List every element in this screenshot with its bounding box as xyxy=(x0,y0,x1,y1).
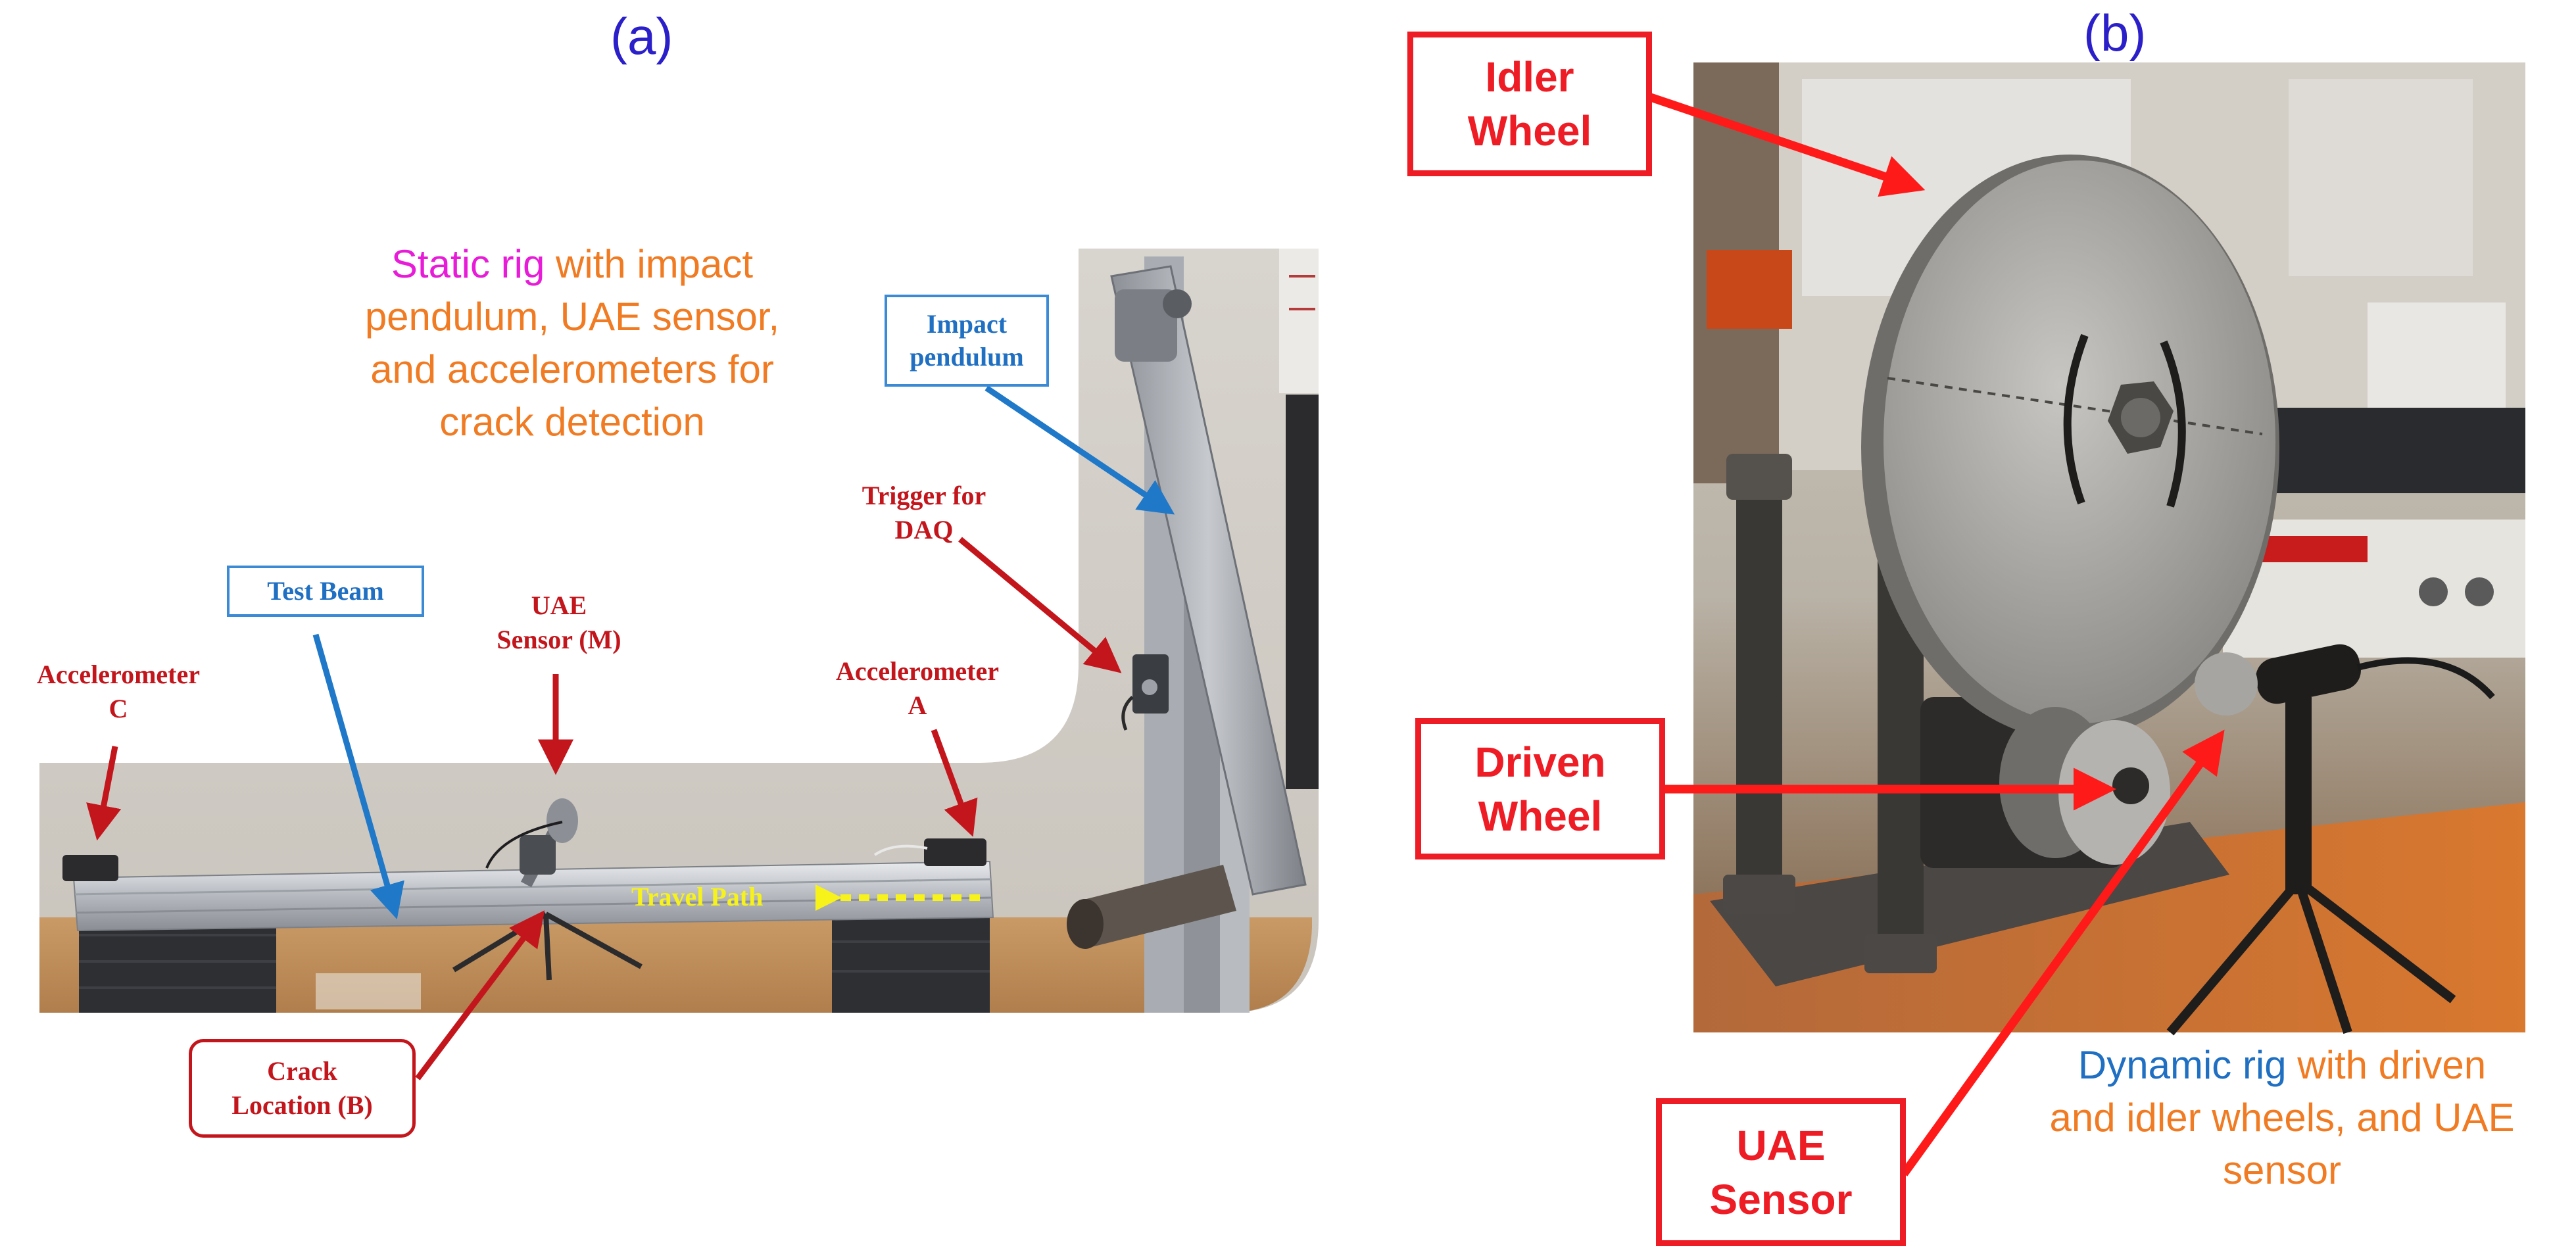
label-uae-sensor-m: UAE Sensor (M) xyxy=(497,591,621,654)
dynamic-rig-photo xyxy=(1693,62,2525,1036)
label-travel-path: Travel Path xyxy=(631,882,764,911)
static-rig-photo xyxy=(39,249,1319,1013)
caption-rest: with driven and idler wheels, and UAE se… xyxy=(2049,1043,2515,1192)
arrow-impact-pendulum xyxy=(984,385,1175,515)
panel-b-caption: Dynamic rig with driven and idler wheels… xyxy=(1993,1039,2571,1197)
panel-a-caption: Static rig with impact pendulum, UAE sen… xyxy=(309,238,835,448)
panel-b-tag: (b) xyxy=(2083,4,2147,62)
label-trigger-for-daq: Trigger for DAQ xyxy=(862,481,986,544)
label-idler-wheel: Idler Wheel xyxy=(1407,32,1652,176)
arrow-idler-wheel xyxy=(1649,93,1926,197)
label-driven-wheel: Driven Wheel xyxy=(1415,718,1665,859)
arrow-accelerometer-c xyxy=(86,746,122,841)
caption-highlight: Static rig xyxy=(391,242,545,286)
label-accelerometer-c: Accelerometer C xyxy=(37,660,200,723)
label-impact-pendulum: Impact pendulum xyxy=(885,295,1049,387)
label-uae-sensor: UAE Sensor xyxy=(1656,1098,1906,1246)
arrow-accelerometer-a xyxy=(931,729,978,837)
label-crack-location: Crack Location (B) xyxy=(189,1039,416,1138)
panel-a-tag: (a) xyxy=(610,7,673,65)
arrow-uae-sensor xyxy=(1900,729,2225,1176)
arrow-crack-location xyxy=(415,910,545,1080)
label-accelerometer-a: Accelerometer A xyxy=(836,656,999,720)
label-test-beam: Test Beam xyxy=(227,566,424,617)
caption-highlight: Dynamic rig xyxy=(2078,1043,2287,1087)
caption-rest: with impact pendulum, UAE sensor, and ac… xyxy=(364,242,780,444)
arrow-trigger xyxy=(958,537,1122,673)
annotation-arrows xyxy=(86,93,2225,1176)
arrow-test-beam xyxy=(312,633,404,919)
